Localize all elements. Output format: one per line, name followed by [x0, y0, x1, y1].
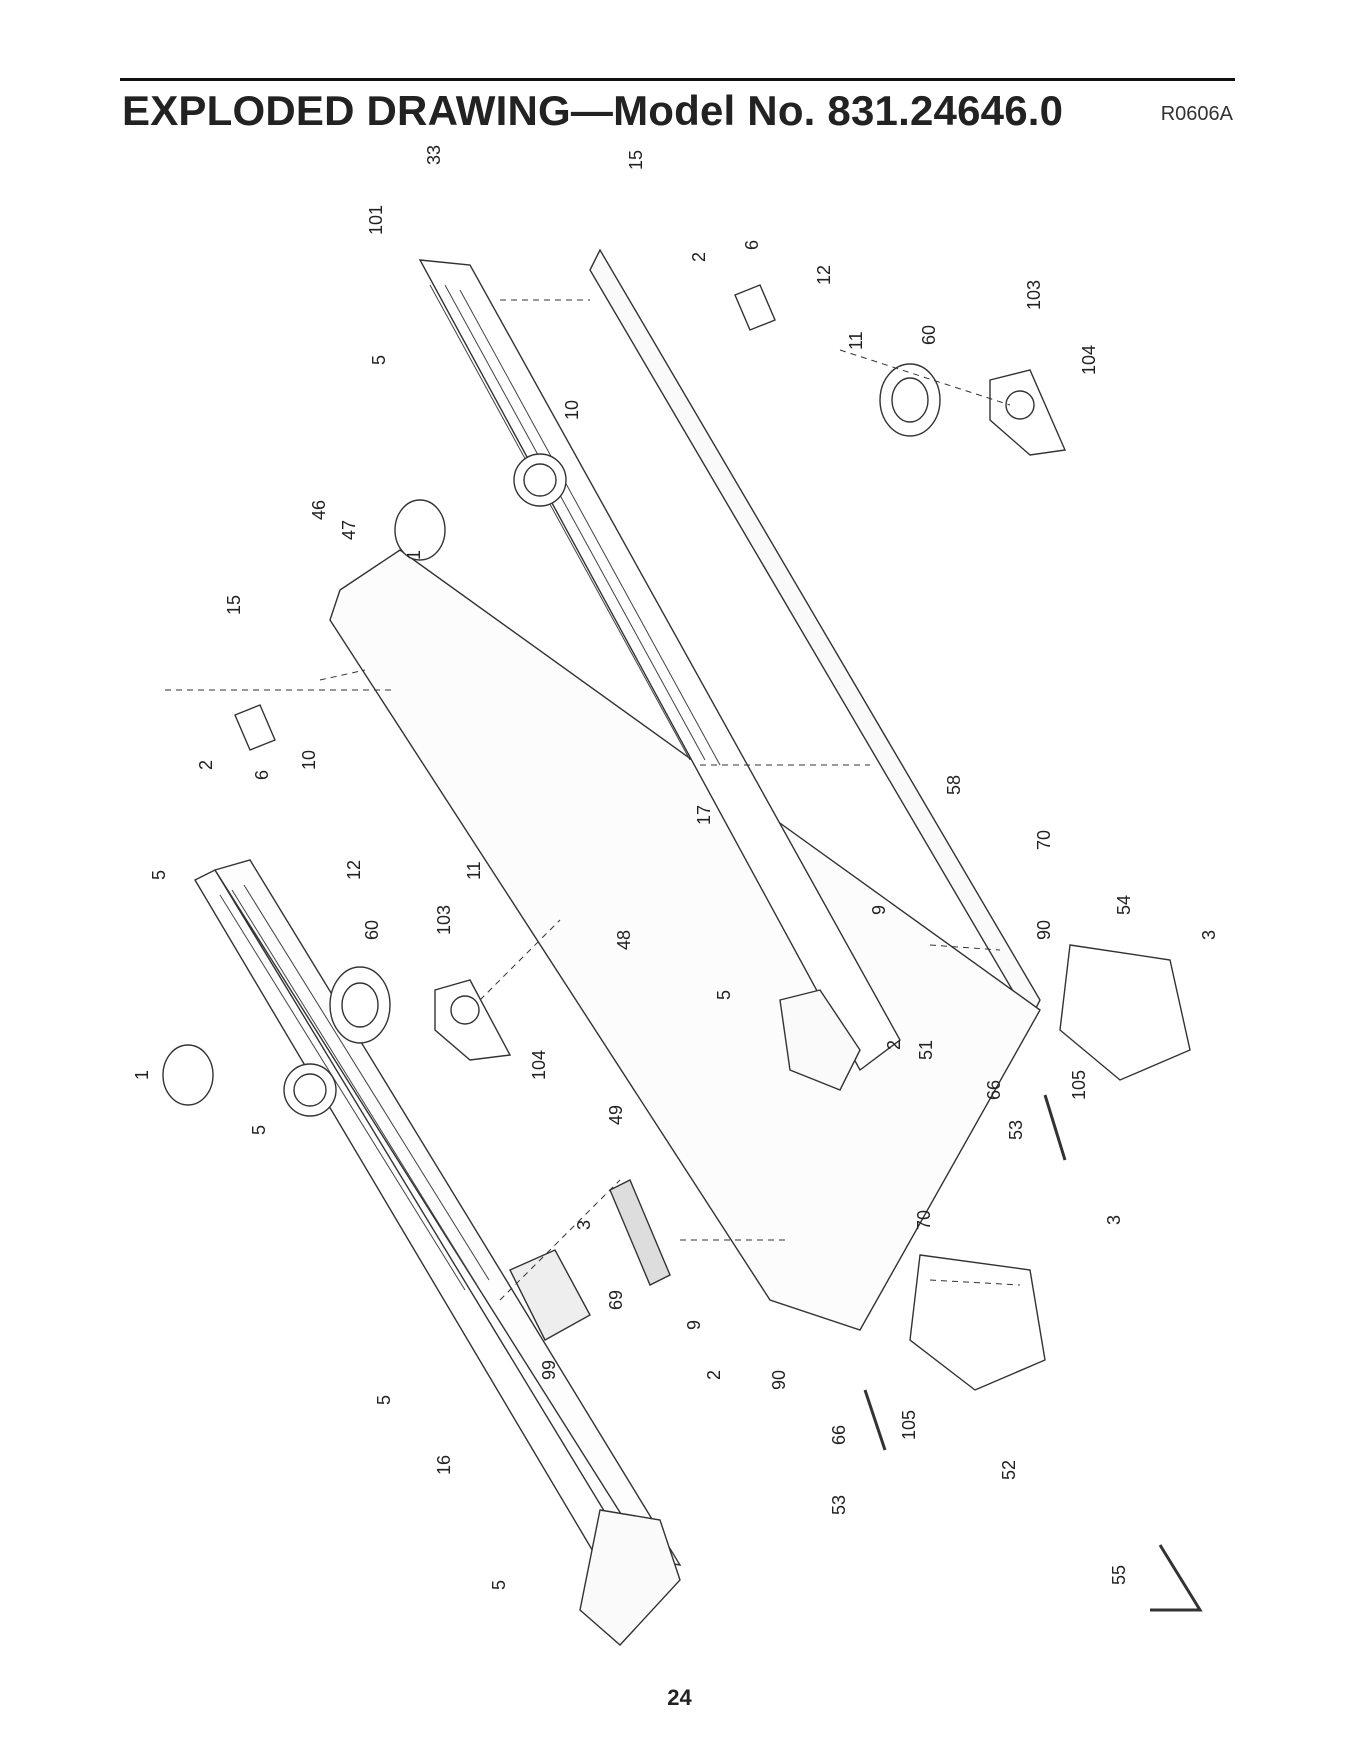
cover-103-right: [990, 370, 1065, 455]
part-label: 103: [1024, 280, 1044, 310]
part-label: 104: [529, 1050, 549, 1080]
part-label: 90: [769, 1370, 789, 1390]
part-label: 55: [1109, 1565, 1129, 1585]
part-label: 51: [916, 1040, 936, 1060]
part-label: 5: [489, 1580, 509, 1590]
part-label: 3: [1104, 1215, 1124, 1225]
part-label: 99: [539, 1360, 559, 1380]
part-label: 2: [884, 1040, 904, 1050]
part-label: 5: [714, 990, 734, 1000]
part-label: 53: [1006, 1120, 1026, 1140]
part-label: 46: [309, 500, 329, 520]
part-label: 2: [689, 252, 709, 262]
part-label: 1: [132, 1070, 152, 1080]
part-label: 3: [574, 1220, 594, 1230]
cover-54: [1060, 945, 1190, 1080]
part-label: 11: [464, 861, 484, 880]
part-label: 5: [369, 355, 389, 365]
part-label: 52: [999, 1460, 1019, 1480]
part-label: 12: [344, 860, 364, 880]
part-label: 9: [684, 1320, 704, 1330]
part-label: 54: [1114, 895, 1134, 915]
pad-69: [610, 1180, 670, 1285]
part-label: 69: [606, 1290, 626, 1310]
part-label: 16: [434, 1455, 454, 1475]
part-label: 58: [944, 775, 964, 795]
part-label: 90: [1034, 920, 1054, 940]
part-label: 101: [366, 205, 386, 235]
part-label: 10: [299, 750, 319, 770]
part-label: 5: [149, 870, 169, 880]
part-label: 17: [694, 805, 714, 825]
part-label: 105: [1069, 1070, 1089, 1100]
disc-1-left: [163, 1045, 213, 1105]
block-6-left: [235, 705, 275, 750]
roller-60-left: [330, 967, 390, 1043]
wrench-55: [1150, 1545, 1200, 1610]
block-6-top: [735, 285, 775, 330]
part-label: 70: [914, 1210, 934, 1230]
part-label: 15: [626, 150, 646, 170]
part-label: 12: [814, 265, 834, 285]
part-label: 1: [404, 550, 424, 560]
cover-103-left: [435, 980, 510, 1060]
cover-52: [910, 1255, 1045, 1390]
part-label: 3: [1199, 930, 1219, 940]
part-label: 66: [829, 1425, 849, 1445]
part-label: 11: [846, 331, 866, 350]
part-label: 103: [434, 905, 454, 935]
page-number: 24: [0, 1685, 1359, 1711]
part-label: 5: [374, 1395, 394, 1405]
part-label: 15: [224, 595, 244, 615]
part-label: 105: [899, 1410, 919, 1440]
part-label: 104: [1079, 345, 1099, 375]
part-label: 70: [1034, 830, 1054, 850]
part-label: 6: [252, 770, 272, 780]
part-label: 47: [339, 520, 359, 540]
part-label: 60: [362, 920, 382, 940]
part-label: 33: [424, 145, 444, 165]
part-label: 66: [984, 1080, 1004, 1100]
part-label: 49: [606, 1105, 626, 1125]
part-label: 9: [869, 905, 889, 915]
part-label: 5: [249, 1125, 269, 1135]
part-label: 6: [742, 240, 762, 250]
part-label: 2: [196, 760, 216, 770]
part-label: 60: [919, 325, 939, 345]
part-label: 48: [614, 930, 634, 950]
part-label: 53: [829, 1495, 849, 1515]
part-label: 10: [562, 400, 582, 420]
part-label: 2: [704, 1370, 724, 1380]
roller-60-right: [880, 364, 940, 436]
